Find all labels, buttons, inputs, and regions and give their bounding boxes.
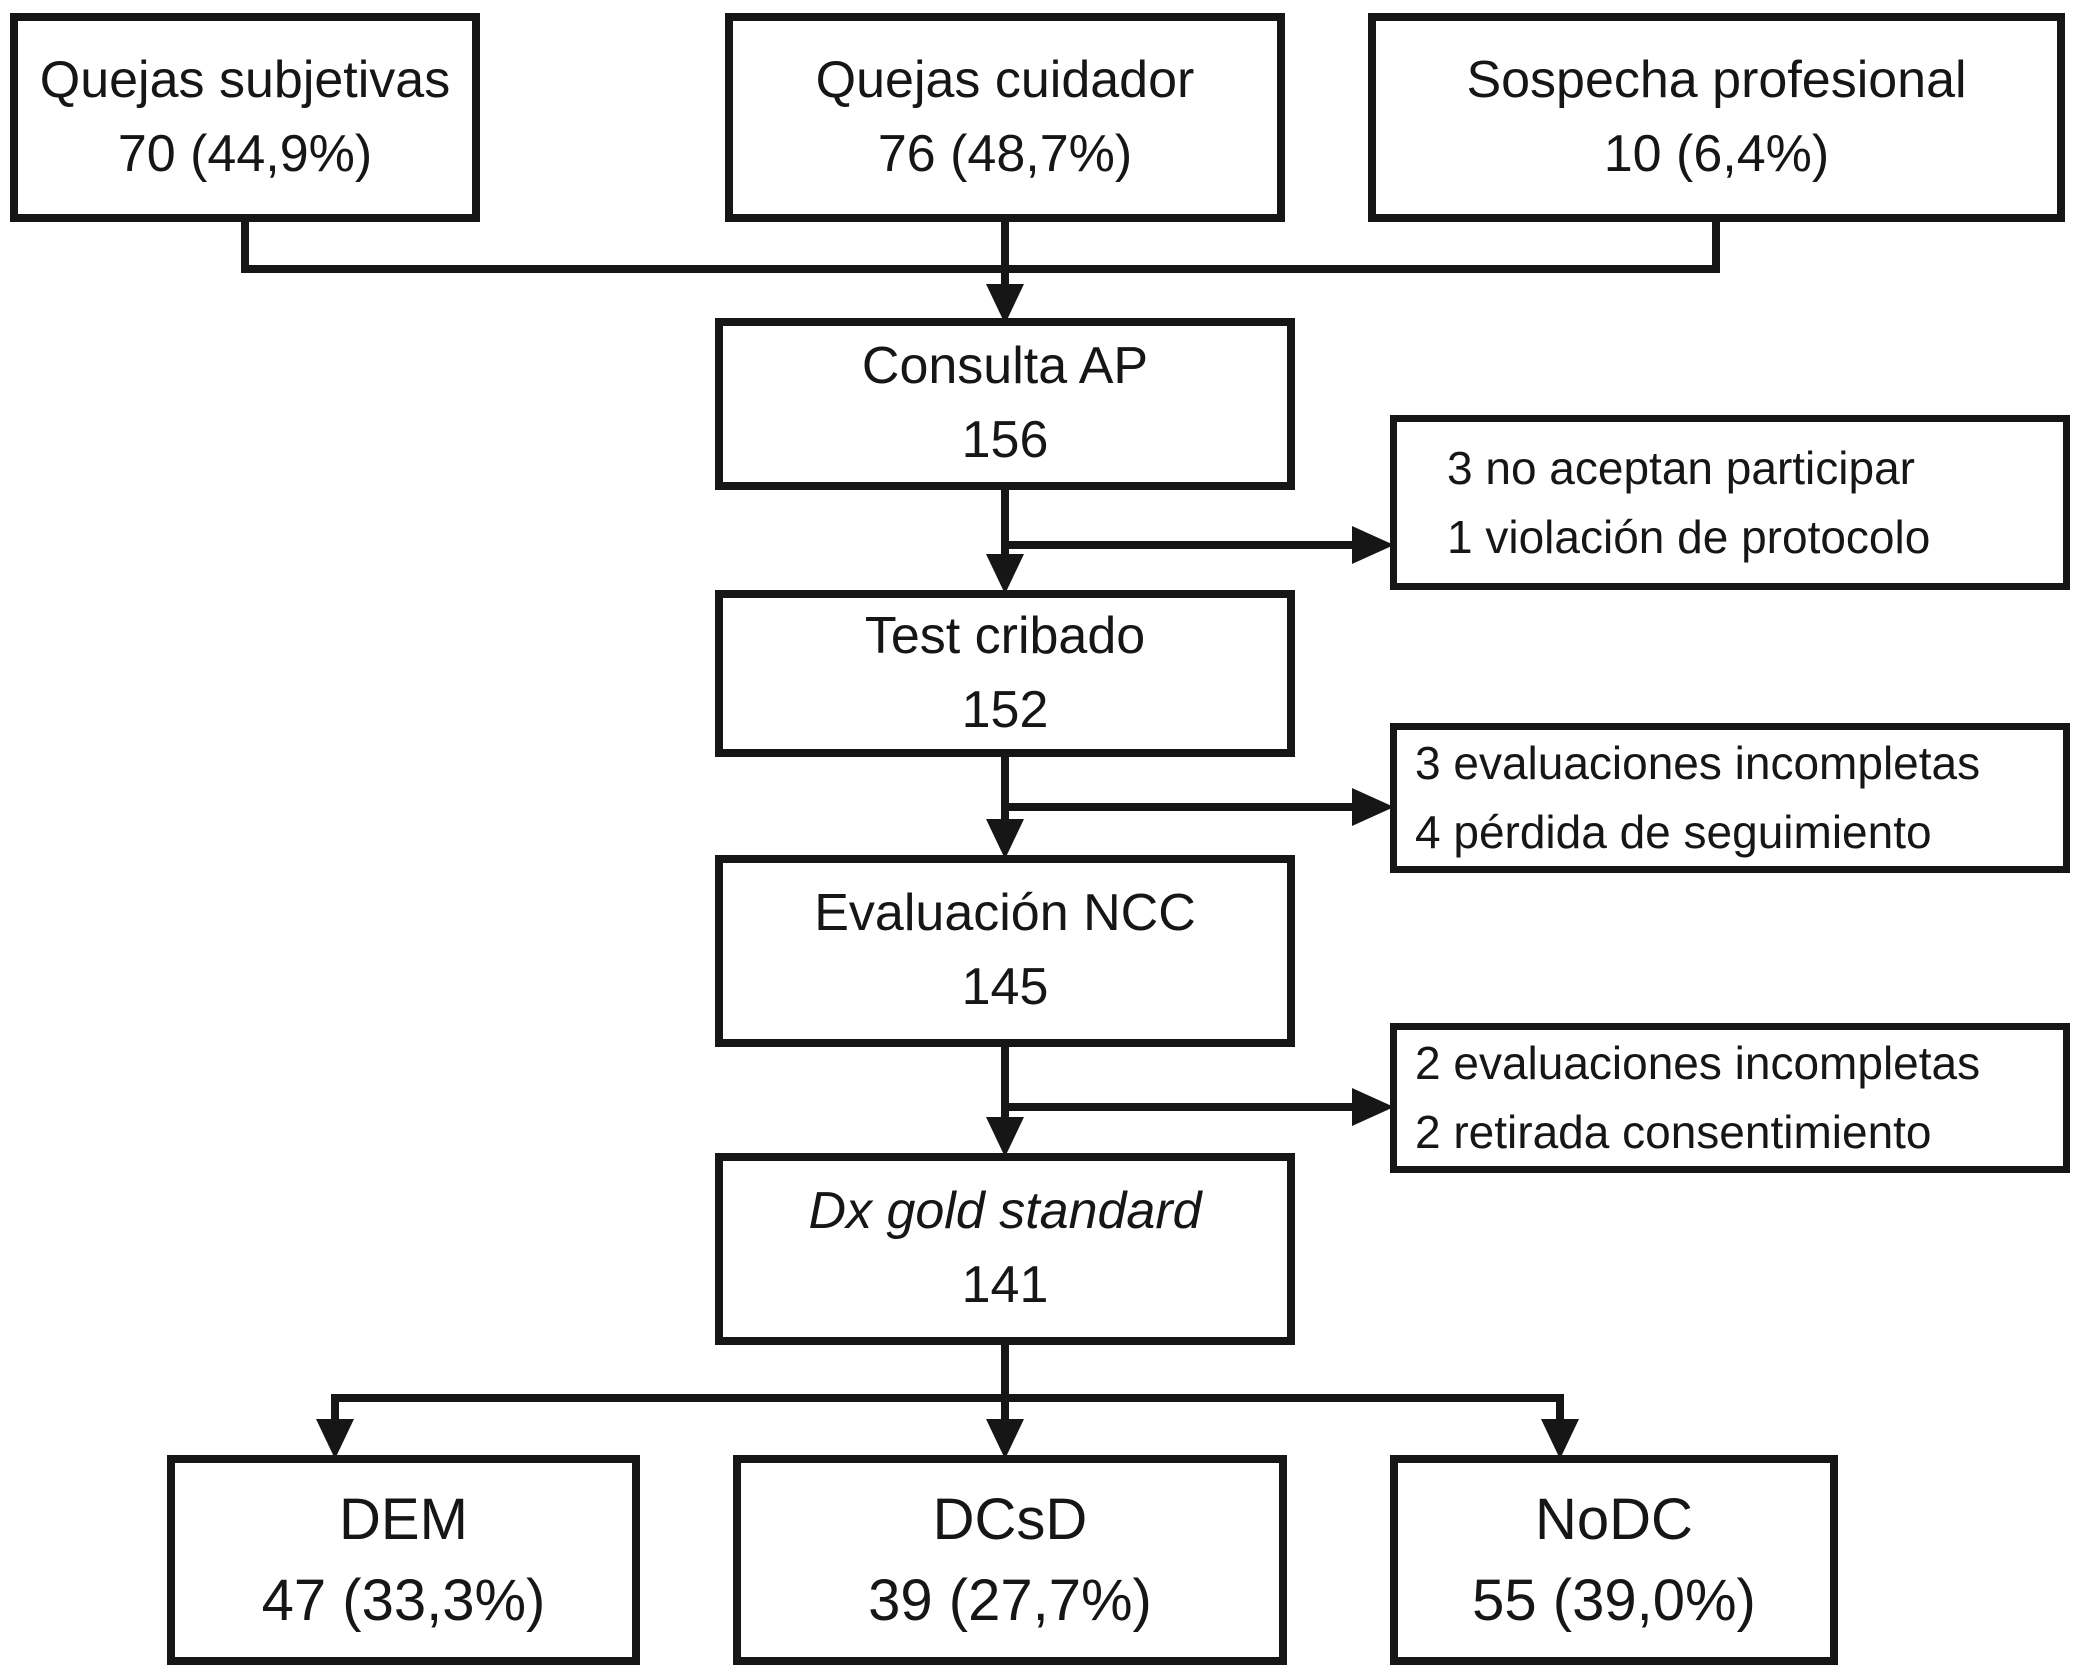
exclusion-ncc-line-1: 2 evaluaciones incompletas bbox=[1415, 1037, 1981, 1089]
box-evaluacion-ncc: Evaluación NCC 145 bbox=[715, 855, 1295, 1047]
arrowhead-to-exclusion-2 bbox=[1352, 788, 1394, 826]
box-sospecha-profesional: Sospecha profesional 10 (6,4%) bbox=[1368, 13, 2065, 222]
exclusion-ncc-line-2: 2 retirada consentimiento bbox=[1415, 1106, 1932, 1158]
box-quejas-subjetivas: Quejas subjetivas 70 (44,9%) bbox=[10, 13, 480, 222]
arrowhead-to-nodc bbox=[1541, 1419, 1579, 1459]
box-dcsd-value: 39 (27,7%) bbox=[868, 1568, 1152, 1633]
box-evaluacion-ncc-value: 145 bbox=[961, 958, 1049, 1016]
arrowhead-to-dem bbox=[316, 1419, 354, 1459]
box-dcsd: DCsD 39 (27,7%) bbox=[733, 1455, 1287, 1665]
arrowhead-to-dcsd bbox=[986, 1419, 1024, 1459]
box-exclusion-cribado: 3 evaluaciones incompletas 4 pérdida de … bbox=[1390, 723, 2070, 873]
box-sospecha-profesional-value: 10 (6,4%) bbox=[1603, 124, 1830, 183]
box-nodc-value: 55 (39,0%) bbox=[1472, 1568, 1756, 1633]
box-evaluacion-ncc-label: Evaluación NCC bbox=[814, 884, 1196, 943]
arrowhead-to-exclusion-1 bbox=[1352, 526, 1394, 564]
exclusion-cribado-line-1: 3 evaluaciones incompletas bbox=[1415, 737, 1981, 789]
box-quejas-cuidador-value: 76 (48,7%) bbox=[877, 124, 1133, 183]
box-dcsd-label: DCsD bbox=[932, 1486, 1088, 1552]
box-quejas-subjetivas-value: 70 (44,9%) bbox=[117, 124, 373, 183]
box-test-cribado-value: 152 bbox=[961, 680, 1049, 739]
exclusion-cribado-line-2: 4 pérdida de seguimiento bbox=[1415, 806, 1932, 858]
arrowhead-to-test-cribado bbox=[986, 554, 1024, 594]
box-dem-value: 47 (33,3%) bbox=[261, 1568, 546, 1633]
exclusion-consulta-line-2: 1 violación de protocolo bbox=[1447, 510, 1931, 563]
box-test-cribado-label: Test cribado bbox=[864, 606, 1146, 665]
box-consulta-ap: Consulta AP 156 bbox=[715, 318, 1295, 490]
box-dx-gold-standard: Dx gold standard 141 bbox=[715, 1153, 1295, 1345]
arrowhead-to-evaluacion-ncc bbox=[986, 819, 1024, 859]
box-exclusion-ncc: 2 evaluaciones incompletas 2 retirada co… bbox=[1390, 1023, 2070, 1173]
box-dx-gold-standard-value: 141 bbox=[961, 1256, 1049, 1314]
box-sospecha-profesional-label: Sospecha profesional bbox=[1466, 50, 1967, 109]
exclusion-consulta-line-1: 3 no aceptan participar bbox=[1447, 441, 1915, 494]
box-quejas-cuidador-label: Quejas cuidador bbox=[815, 50, 1195, 109]
box-dem-label: DEM bbox=[339, 1486, 468, 1552]
box-nodc: NoDC 55 (39,0%) bbox=[1390, 1455, 1838, 1665]
arrowhead-to-dx-gold-standard bbox=[986, 1117, 1024, 1157]
box-dx-gold-standard-label: Dx gold standard bbox=[808, 1182, 1202, 1241]
box-exclusion-consulta: 3 no aceptan participar 1 violación de p… bbox=[1390, 415, 2070, 590]
box-consulta-ap-value: 156 bbox=[961, 411, 1049, 469]
box-dem: DEM 47 (33,3%) bbox=[167, 1455, 640, 1665]
box-test-cribado: Test cribado 152 bbox=[715, 590, 1295, 757]
merge-connector-line bbox=[241, 214, 1720, 273]
arrowhead-to-consulta-ap bbox=[986, 284, 1024, 324]
box-quejas-cuidador: Quejas cuidador 76 (48,7%) bbox=[725, 13, 1285, 222]
box-consulta-ap-label: Consulta AP bbox=[861, 337, 1149, 396]
box-nodc-label: NoDC bbox=[1535, 1486, 1693, 1552]
box-quejas-subjetivas-label: Quejas subjetivas bbox=[39, 50, 451, 109]
arrowhead-to-exclusion-3 bbox=[1352, 1088, 1394, 1126]
